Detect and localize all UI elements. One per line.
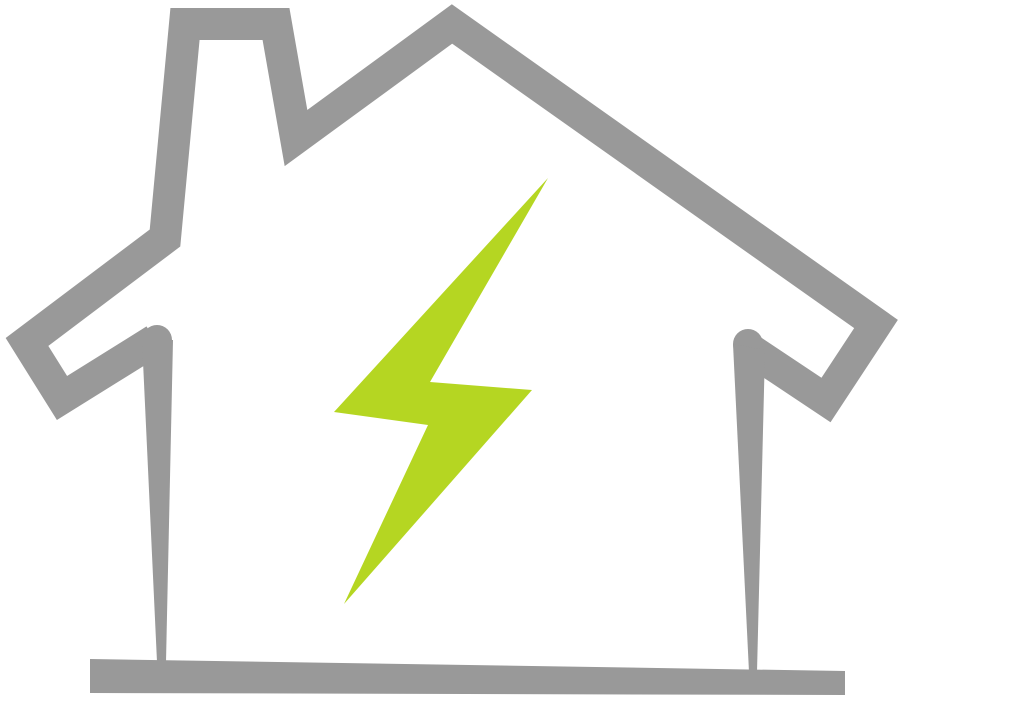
right-wall: [733, 344, 765, 672]
left-wall: [142, 340, 173, 662]
ground-line: [90, 659, 845, 695]
lightning-bolt-icon: [334, 178, 548, 604]
house-roof-outline: [5, 4, 898, 423]
